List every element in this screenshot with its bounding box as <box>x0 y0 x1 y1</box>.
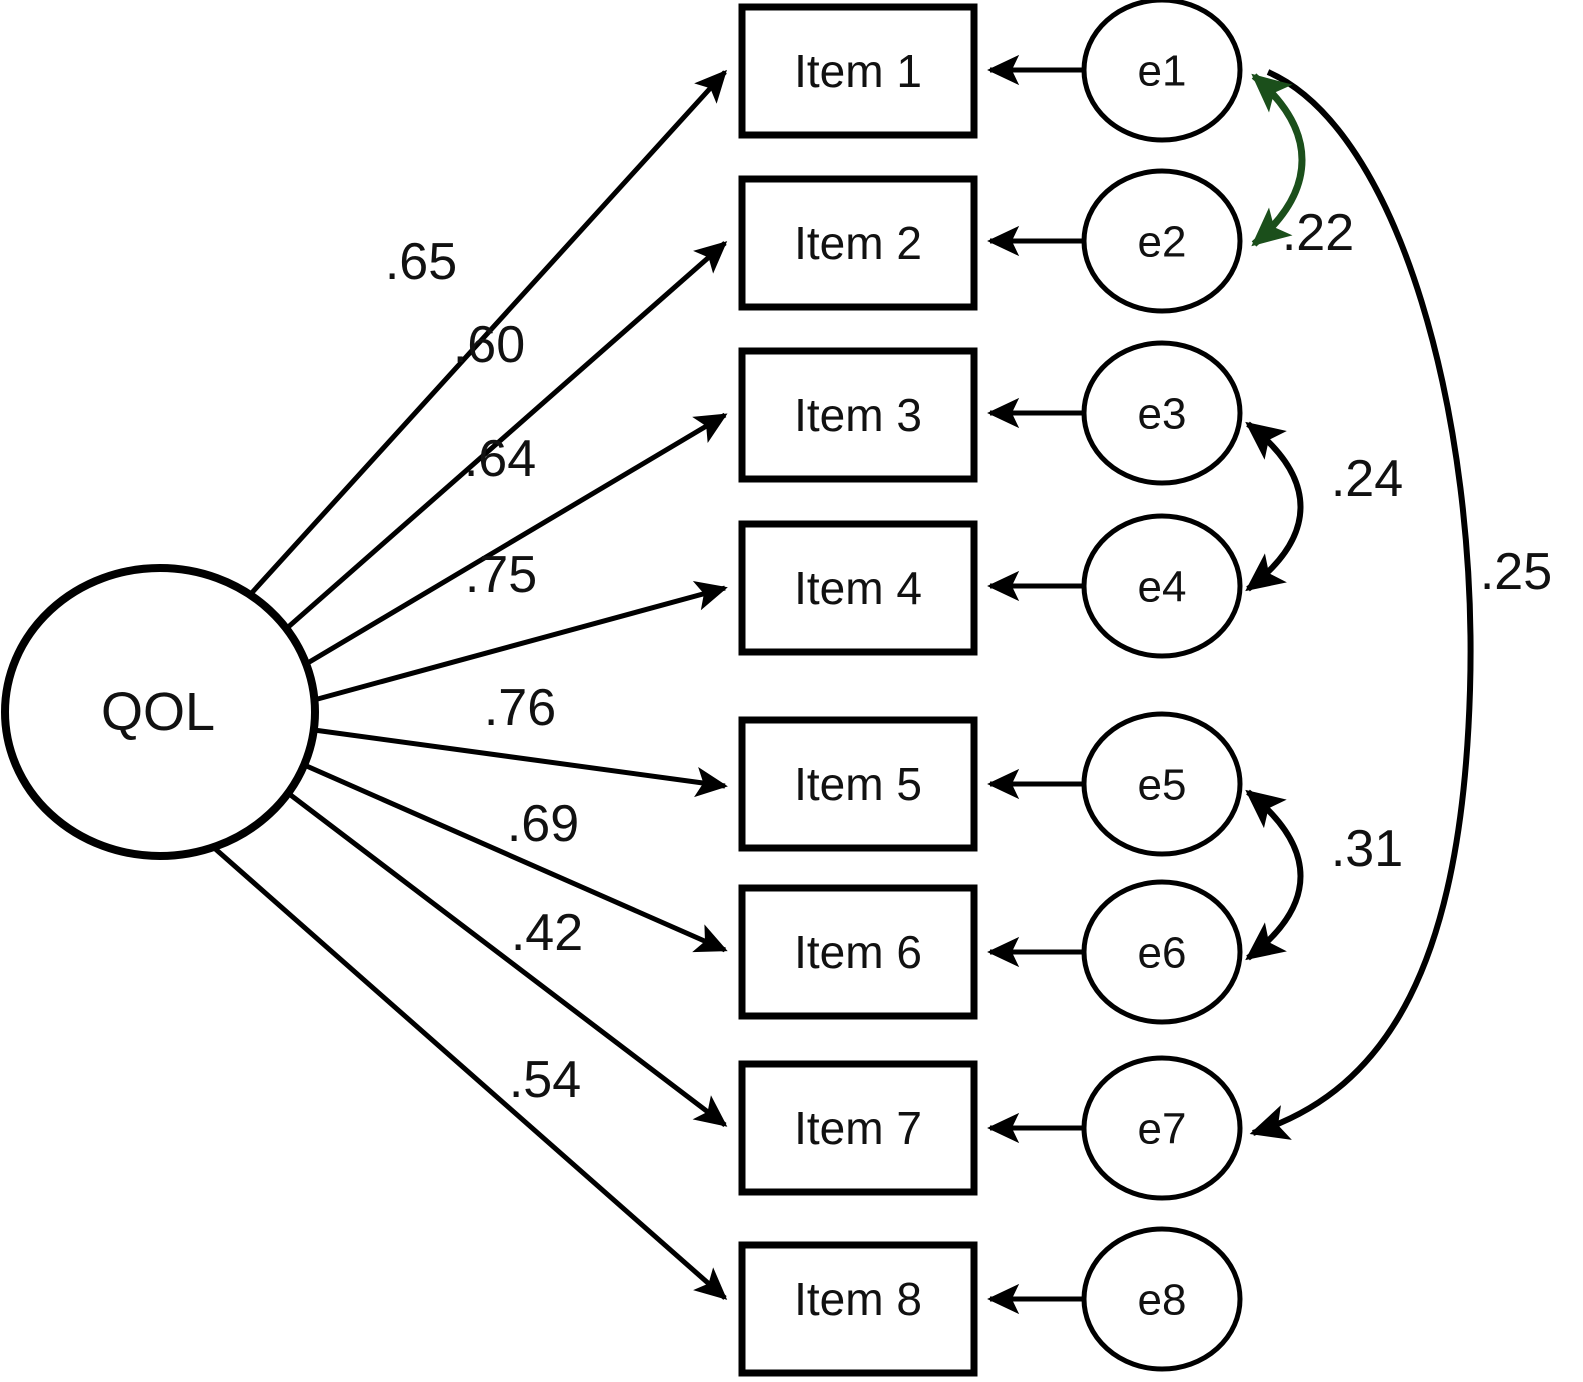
error-label-e6: e6 <box>1138 929 1187 978</box>
coefficient-label-e1-e2: .22 <box>1282 204 1354 262</box>
coefficient-label-item4: .75 <box>465 546 537 604</box>
error-label-e2: e2 <box>1138 218 1187 267</box>
indicator-item5[interactable]: Item 5 <box>738 716 978 852</box>
indicator-box-item3[interactable] <box>738 347 978 483</box>
residual-edges <box>987 54 1085 1315</box>
error-label-e5: e5 <box>1138 761 1187 810</box>
error-ellipse-e3[interactable] <box>1081 340 1243 486</box>
latent-label-qol: QOL <box>101 682 215 742</box>
error-node-e4[interactable]: e4 <box>1081 513 1243 659</box>
loading-edges <box>210 69 728 1300</box>
indicator-label-item5: Item 5 <box>794 758 922 810</box>
coefficient-label-item3: .64 <box>464 430 536 488</box>
indicator-label-item3: Item 3 <box>794 389 922 441</box>
indicator-box-item8[interactable] <box>738 1241 978 1377</box>
loading-path-item8 <box>210 844 728 1300</box>
loading-path-item1 <box>236 69 727 610</box>
error-ellipse-e1[interactable] <box>1081 0 1243 143</box>
indicator-nodes: Item 1 Item 2 Item 3 Item 4 Item 5 Item … <box>738 3 978 1377</box>
coefficient-label-item1: .65 <box>385 233 457 291</box>
indicator-item3[interactable]: Item 3 <box>738 347 978 483</box>
error-ellipse-e7[interactable] <box>1081 1055 1243 1201</box>
coefficient-label-e3-e4: .24 <box>1331 450 1403 508</box>
indicator-label-item2: Item 2 <box>794 217 922 269</box>
error-node-e3[interactable]: e3 <box>1081 340 1243 486</box>
latent-ellipse-qol[interactable] <box>1 564 319 860</box>
covariance-path-e3-e4 <box>1245 421 1304 592</box>
error-ellipse-e8[interactable] <box>1081 1226 1243 1372</box>
indicator-label-item1: Item 1 <box>794 45 922 97</box>
error-label-e3: e3 <box>1138 390 1187 439</box>
indicator-label-item4: Item 4 <box>794 562 922 614</box>
indicator-item8[interactable]: Item 8 <box>738 1241 978 1377</box>
covariance-path-e1-e2 <box>1251 73 1306 247</box>
error-node-e6[interactable]: e6 <box>1081 879 1243 1025</box>
loading-coefficient-labels: .65 .60 .64 .75 .76 .69 .42 .54 <box>385 233 583 1109</box>
covariance-path-e1-e7 <box>1249 69 1474 1140</box>
error-ellipse-e6[interactable] <box>1081 879 1243 1025</box>
coefficient-label-item2: .60 <box>453 316 525 374</box>
error-node-e2[interactable]: e2 <box>1081 168 1243 314</box>
error-label-e1: e1 <box>1138 47 1187 96</box>
indicator-box-item1[interactable] <box>738 3 978 139</box>
latent-node-qol[interactable]: QOL <box>1 564 319 860</box>
covariance-path-e5-e6 <box>1245 789 1304 961</box>
loading-path-item2 <box>276 241 728 638</box>
indicator-label-item7: Item 7 <box>794 1102 922 1154</box>
coefficient-label-e5-e6: .31 <box>1331 820 1403 878</box>
indicator-item7[interactable]: Item 7 <box>738 1060 978 1196</box>
error-label-e4: e4 <box>1138 563 1187 612</box>
indicator-item4[interactable]: Item 4 <box>738 520 978 656</box>
indicator-item2[interactable]: Item 2 <box>738 175 978 311</box>
loading-path-item3 <box>304 412 728 667</box>
coefficient-label-e1-e7: .25 <box>1480 543 1552 601</box>
error-nodes: e1 e2 e3 e4 e5 e6 e7 e8 <box>1081 0 1243 1372</box>
coefficient-label-item8: .54 <box>509 1051 581 1109</box>
coefficient-label-item5: .76 <box>484 679 556 737</box>
covariance-coefficient-labels: .22 .24 .31 .25 <box>1282 204 1552 878</box>
indicator-label-item6: Item 6 <box>794 926 922 978</box>
indicator-box-item7[interactable] <box>738 1060 978 1196</box>
coefficient-label-item6: .69 <box>507 795 579 853</box>
indicator-label-item8: Item 8 <box>794 1273 922 1325</box>
indicator-item1[interactable]: Item 1 <box>738 3 978 139</box>
error-node-e7[interactable]: e7 <box>1081 1055 1243 1201</box>
error-node-e1[interactable]: e1 <box>1081 0 1243 143</box>
error-ellipse-e4[interactable] <box>1081 513 1243 659</box>
indicator-box-item2[interactable] <box>738 175 978 311</box>
loading-path-item7 <box>282 788 728 1127</box>
coefficient-label-item7: .42 <box>511 904 583 962</box>
loading-path-item4 <box>313 581 728 703</box>
indicator-box-item5[interactable] <box>738 716 978 852</box>
error-label-e8: e8 <box>1138 1276 1187 1325</box>
error-ellipse-e5[interactable] <box>1081 711 1243 857</box>
loading-path-item6 <box>300 761 728 953</box>
indicator-box-item4[interactable] <box>738 520 978 656</box>
error-node-e8[interactable]: e8 <box>1081 1226 1243 1372</box>
loading-path-item5 <box>313 727 728 798</box>
indicator-box-item6[interactable] <box>738 884 978 1020</box>
error-label-e7: e7 <box>1138 1105 1187 1154</box>
indicator-item6[interactable]: Item 6 <box>738 884 978 1020</box>
error-ellipse-e2[interactable] <box>1081 168 1243 314</box>
error-node-e5[interactable]: e5 <box>1081 711 1243 857</box>
